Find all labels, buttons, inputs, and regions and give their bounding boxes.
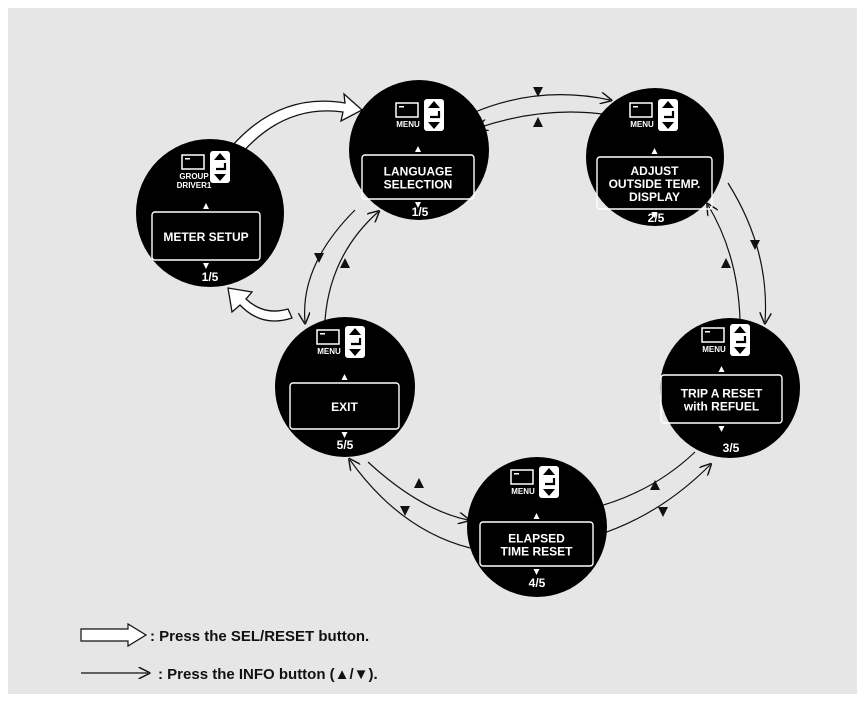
display-icon [701, 327, 725, 343]
screen-small-label: MENU [317, 347, 341, 356]
info-connectors [305, 95, 766, 549]
enter-icon [216, 163, 227, 171]
screen-label-box [596, 156, 713, 210]
screen-label-line: ELAPSED [508, 532, 565, 546]
up-triangle-icon [543, 468, 555, 475]
screen-page-number: 1/5 [202, 270, 219, 284]
screen-page-number: 5/5 [337, 438, 354, 452]
down-triangle-icon [428, 122, 440, 129]
down-mark-icon [651, 212, 658, 218]
down-mark-icon [718, 426, 725, 432]
screen-circle [275, 317, 415, 457]
down-mark-icon [415, 202, 421, 208]
screen-label-box [289, 382, 400, 430]
display-icon-detail [514, 473, 519, 475]
up-mark-icon [651, 148, 658, 154]
screen-label-line: SELECTION [384, 178, 453, 192]
screen-exit: EXIT 5/5 MENU [275, 317, 415, 457]
down-triangle-icon [214, 174, 226, 181]
up-triangle-icon [734, 326, 746, 333]
display-icon [395, 102, 419, 118]
down-triangle-icon [349, 349, 361, 356]
down-mark-icon [203, 263, 209, 269]
screen-label-line: with REFUEL [683, 400, 759, 414]
screen-page-number: 3/5 [723, 441, 740, 455]
enter-icon [351, 338, 362, 346]
legend-info-text: : Press the INFO button (▲/▼). [158, 666, 378, 683]
screen-label-box [151, 211, 261, 261]
display-icon [316, 329, 340, 345]
screen-label-line: EXIT [331, 400, 358, 414]
screen-label-line: ADJUST [630, 164, 679, 178]
screen-page-number: 4/5 [529, 576, 546, 590]
up-mark-icon [533, 513, 540, 519]
screen-small-label: MENU [702, 345, 726, 354]
hollow-arrow-icon [80, 622, 148, 648]
screen-small-label: GROUP [179, 172, 209, 181]
screen-label-line: TRIP A RESET [681, 387, 763, 401]
screen-small-label: MENU [396, 120, 420, 129]
down-triangle-icon [543, 489, 555, 496]
up-triangle-icon [214, 153, 226, 160]
screen-label-line: LANGUAGE [384, 165, 453, 179]
up-mark-icon [341, 374, 348, 380]
down-triangle-icon [662, 122, 674, 129]
down-mark-icon [341, 432, 348, 438]
legend-info: : Press the INFO button (▲/▼). [81, 666, 378, 683]
screen-label-box [660, 374, 783, 424]
display-icon-detail [185, 158, 190, 160]
screen-small-label: MENU [630, 120, 654, 129]
enter-icon [736, 336, 747, 344]
screen-circle [467, 457, 607, 597]
up-mark-icon [718, 366, 725, 372]
screen-page-number: 1/5 [412, 205, 429, 219]
enter-icon [664, 111, 675, 119]
screen-label-box [479, 521, 594, 567]
screen-label-line: DISPLAY [629, 190, 680, 204]
up-triangle-icon [349, 328, 361, 335]
screen-page-number: 2/5 [648, 211, 665, 225]
display-icon-detail [705, 331, 710, 333]
up-mark-icon [415, 146, 421, 152]
down-mark-icon [533, 569, 540, 575]
up-triangle-icon [662, 101, 674, 108]
down-triangle-icon [734, 347, 746, 354]
display-icon [510, 469, 534, 485]
info-direction-marks [314, 87, 760, 517]
screen-label-line: OUTSIDE TEMP. [609, 177, 701, 191]
legend-sel-reset: : Press the SEL/RESET button. [80, 622, 369, 648]
screen-label-line: TIME RESET [500, 545, 573, 559]
display-icon-detail [320, 333, 325, 335]
screen-circle [136, 139, 284, 287]
display-icon-detail [633, 106, 638, 108]
enter-icon [430, 111, 441, 119]
display-icon-detail [399, 106, 404, 108]
enter-icon [545, 478, 556, 486]
legend: : Press the SEL/RESET button. : Press th… [80, 622, 378, 683]
up-triangle-icon [428, 101, 440, 108]
screen-small-label: DRIVER1 [177, 181, 212, 190]
screen-label-box [361, 154, 475, 200]
display-icon [181, 154, 205, 170]
screen-small-label: MENU [511, 487, 535, 496]
legend-sel-reset-text: : Press the SEL/RESET button. [150, 628, 369, 645]
display-icon [629, 102, 653, 118]
up-mark-icon [203, 203, 209, 209]
screen-label-line: METER SETUP [163, 230, 248, 244]
